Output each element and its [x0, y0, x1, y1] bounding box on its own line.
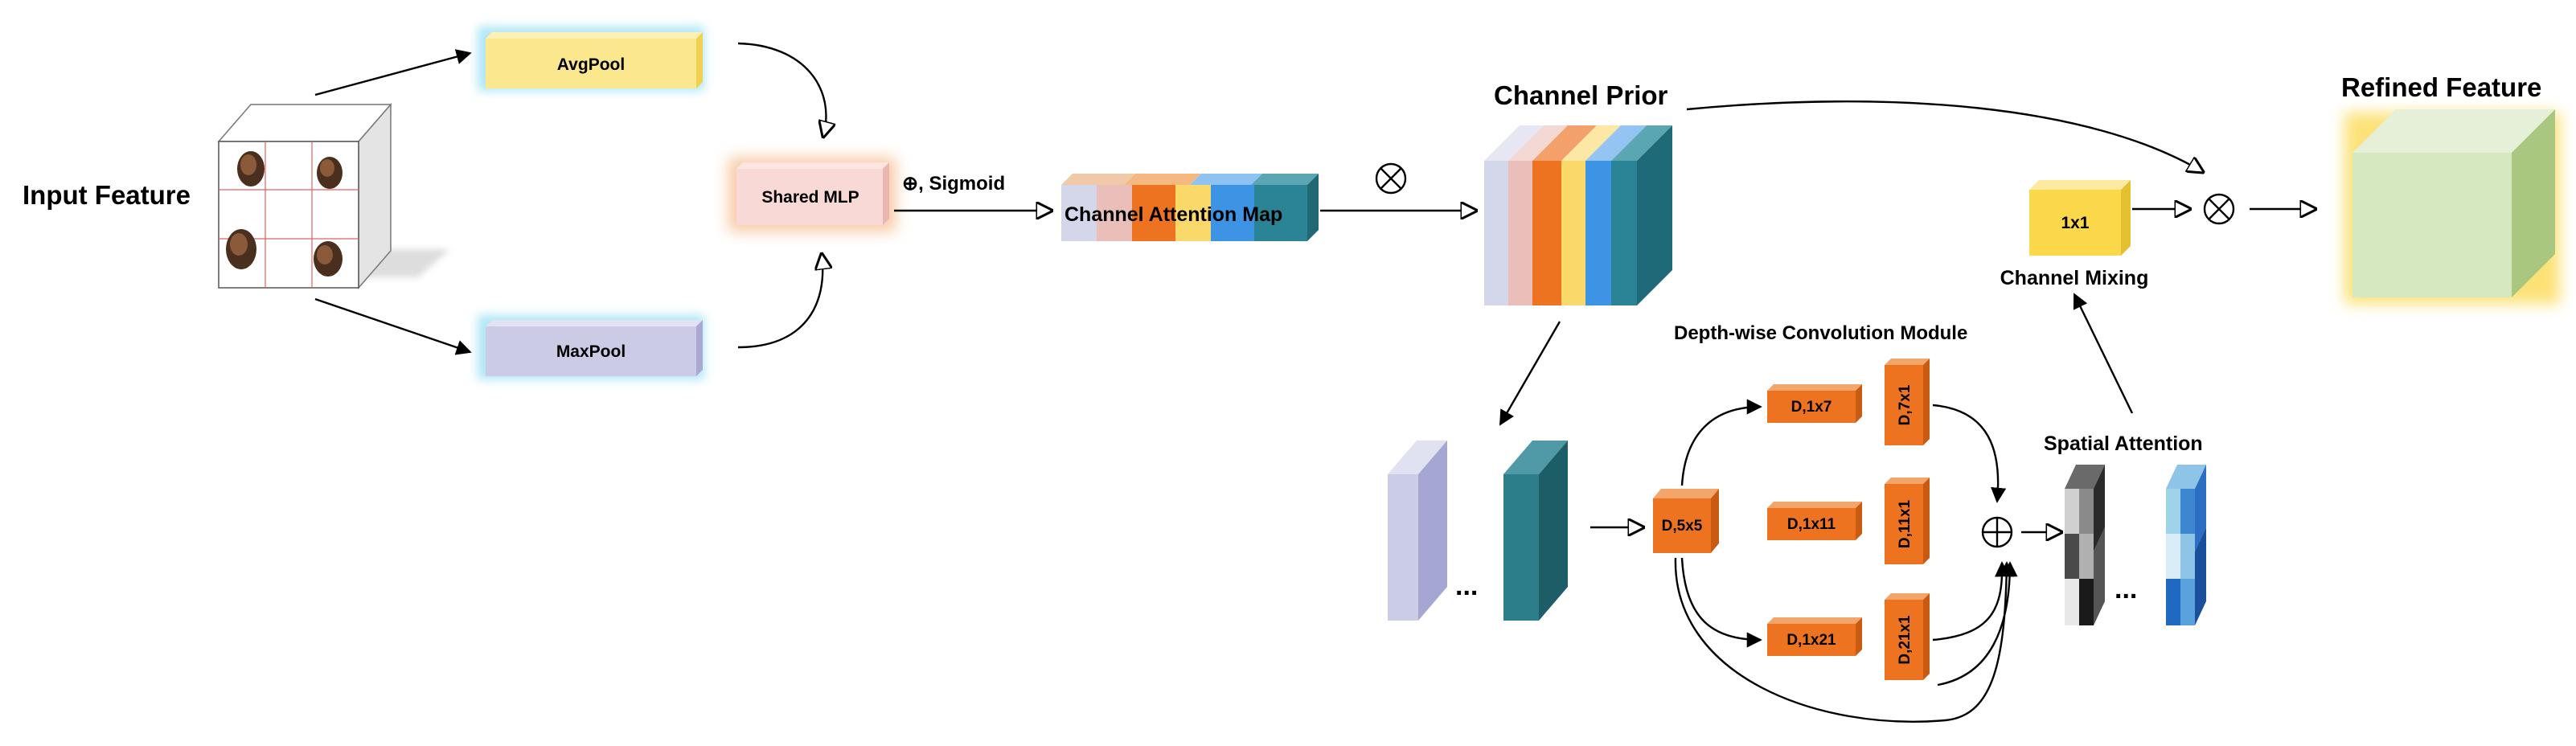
maxpool-block [478, 315, 704, 379]
tile-image-1 [237, 151, 265, 186]
arrow-d7x1-to-add [1932, 404, 2007, 503]
d11x1-block [1885, 478, 1930, 564]
arrow-maxpool-to-mlp [737, 254, 822, 349]
avgpool-block [478, 27, 704, 91]
channel-attention-map-label: Channel Attention Map [1064, 203, 1282, 226]
avgpool-label: AvgPool [557, 55, 625, 74]
d5x5-block [1653, 489, 1719, 553]
split-channel-n [1503, 441, 1568, 621]
multiply-op-2 [2203, 193, 2235, 225]
d7x1-label: D,7x1 [1897, 384, 1914, 425]
conv-1x1-label: 1x1 [2061, 214, 2089, 232]
channel-prior-label: Channel Prior [1494, 80, 1668, 110]
tile-image-3 [226, 229, 256, 269]
add-op [1981, 516, 2013, 548]
d11x1-label: D,11x1 [1897, 499, 1914, 548]
channel-mixing-label: Channel Mixing [2000, 267, 2149, 289]
arrow-prior-to-split [1499, 321, 1561, 426]
arrow-input-to-maxpool [314, 297, 472, 355]
input-feature-cube [217, 102, 450, 290]
arrow-d21x1-to-add-2 [1937, 561, 2018, 687]
d21x1-block [1885, 593, 1930, 680]
arrow-d5x5-to-d1x21 [1680, 557, 1762, 648]
depthwise-module-label: Depth-wise Convolution Module [1674, 322, 1967, 344]
d1x7-block [1767, 384, 1862, 423]
input-feature-label: Input Feature [23, 180, 191, 210]
spatial-map-1 [2065, 465, 2105, 625]
arrow-spatial-to-mixing [2073, 293, 2134, 414]
sigmoid-label: ⊕, Sigmoid [902, 173, 1005, 195]
tile-image-2 [317, 157, 343, 189]
d1x21-label: D,1x21 [1786, 632, 1836, 649]
channel-attention-map [1061, 174, 1319, 241]
refined-feature-label: Refined Feature [2341, 72, 2541, 102]
arrow-d5x5-skip [1674, 557, 2015, 723]
d1x11-label: D,1x11 [1787, 516, 1836, 533]
spatial-map-n [2166, 465, 2206, 625]
d1x21-block [1767, 617, 1862, 656]
maxpool-label: MaxPool [556, 342, 626, 361]
spatial-attention-label: Spatial Attention [2044, 432, 2203, 455]
multiply-op-1 [1375, 162, 1407, 195]
refined-feature-cube [2344, 109, 2560, 304]
spatial-ellipsis: ... [2115, 574, 2137, 605]
channel-prior-block [1484, 125, 1672, 305]
shared-mlp-label: Shared MLP [761, 188, 859, 207]
d1x7-label: D,1x7 [1791, 399, 1832, 416]
split-channel-1 [1388, 441, 1447, 621]
arrow-input-to-avgpool [314, 49, 472, 96]
d1x11-block [1767, 502, 1862, 540]
d7x1-block [1885, 359, 1930, 445]
d21x1-label: D,21x1 [1897, 615, 1914, 665]
arrow-d21x1-to-add [1932, 561, 2011, 641]
arrow-d5x5-to-d1x7 [1680, 399, 1762, 486]
split-ellipsis: ... [1455, 571, 1478, 601]
arrow-d11x1-to-add [1933, 524, 1978, 531]
shared-mlp-block [728, 158, 896, 232]
tile-image-4 [314, 241, 343, 277]
arrow-avgpool-to-mlp [737, 42, 826, 137]
arrow-prior-to-multiply [1686, 100, 2203, 172]
conv-1x1-block [2029, 180, 2131, 256]
d5x5-label: D,5x5 [1662, 518, 1703, 535]
